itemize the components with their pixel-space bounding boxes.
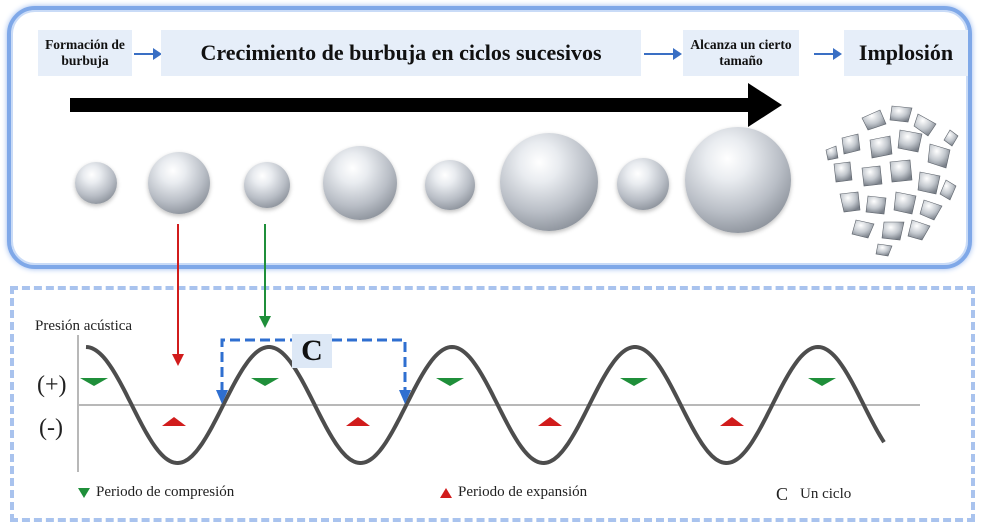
sine-wave [85, 344, 886, 466]
bubble-1 [75, 162, 117, 204]
bubble-2 [148, 152, 210, 214]
step-implosion-box: Implosión [844, 30, 968, 76]
compression-marker [808, 378, 836, 386]
progress-arrow-head [748, 83, 782, 127]
legend-cycle: C Un ciclo [776, 484, 851, 505]
cycle-bracket [220, 338, 407, 392]
compression-marker [251, 378, 279, 386]
negative-pressure-label: (-) [39, 415, 63, 441]
bubble-7 [617, 158, 669, 210]
step-reaches-size-box: Alcanza un cierto tamaño [683, 30, 799, 76]
step-arrow-3 [814, 48, 842, 60]
bubble-8 [685, 127, 791, 233]
bubble-4 [323, 146, 397, 220]
expansion-marker [538, 417, 562, 426]
compression-marker [620, 378, 648, 386]
cycle-bracket-right-arrowhead [399, 390, 411, 404]
legend-cycle-label: Un ciclo [800, 486, 852, 502]
cycle-bracket-left-arrowhead [216, 390, 228, 404]
positive-pressure-label: (+) [37, 372, 67, 398]
compression-connector-arrowhead [259, 316, 271, 328]
bubble-5 [425, 160, 475, 210]
legend-expansion-label: Periodo de expansión [458, 484, 588, 500]
compression-marker [80, 378, 108, 386]
legend-compression: Periodo de compresión [78, 484, 234, 501]
expansion-marker [346, 417, 370, 426]
y-axis-label: Presión acústica [35, 318, 133, 334]
legend-expansion: Periodo de expansión [440, 484, 587, 501]
step-growth-box: Crecimiento de burbuja en ciclos sucesiv… [161, 30, 641, 76]
expansion-marker [720, 417, 744, 426]
legend-compression-label: Periodo de compresión [96, 484, 235, 500]
triangle-down-icon [78, 487, 90, 498]
bubble-3 [244, 162, 290, 208]
compression-marker [436, 378, 464, 386]
legend-cycle-letter: C [776, 484, 789, 504]
step-formation-box: Formación de burbuja [38, 30, 132, 76]
progress-arrow-shaft [70, 98, 750, 112]
cycle-marker-label: C [292, 334, 332, 368]
step-arrow-1 [134, 48, 162, 60]
expansion-connector-arrowhead [172, 354, 184, 366]
expansion-marker [162, 417, 186, 426]
step-arrow-2 [644, 48, 682, 60]
triangle-up-icon [440, 487, 452, 498]
bubble-6 [500, 133, 598, 231]
